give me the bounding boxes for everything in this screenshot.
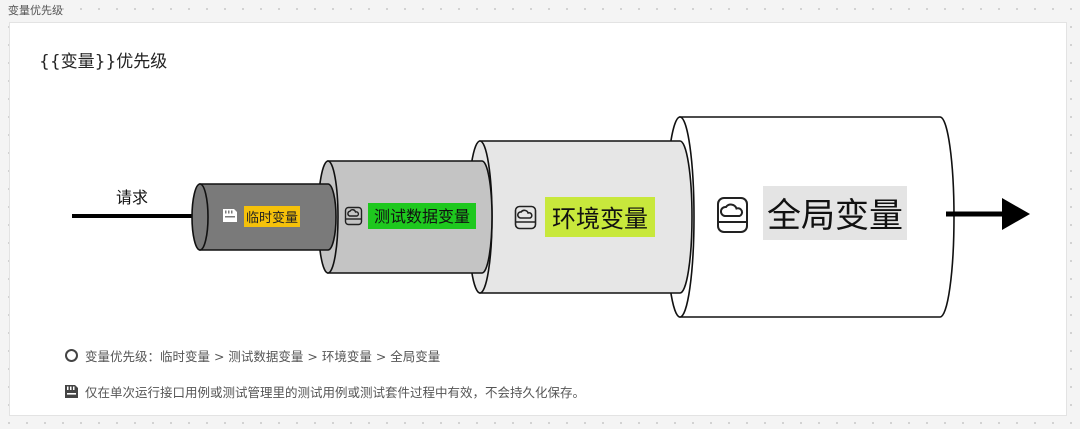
note-priority-text: 变量优先级：临时变量 > 测试数据变量 > 环境变量 > 全局变量 — [85, 349, 441, 364]
note-scope-text: 仅在单次运行接口用例或测试管理里的测试用例或测试套件过程中有效，不会持久化保存。 — [85, 385, 586, 400]
cloud-drive-icon — [344, 206, 363, 226]
env-label: 环境变量 — [552, 205, 648, 233]
card-title: {{变量}}优先级 — [39, 52, 168, 72]
diagram-card: {{变量}}优先级 请求 — [9, 22, 1067, 416]
sd-card-icon — [223, 209, 237, 222]
testdata-layer-label: 测试数据变量 — [344, 203, 476, 229]
frame-title: 变量优先级 — [8, 4, 63, 17]
sd-card-icon — [65, 385, 78, 398]
request-label: 请求 — [116, 188, 148, 207]
global-label: 全局变量 — [767, 196, 903, 236]
testdata-label: 测试数据变量 — [374, 207, 470, 226]
arrow-head — [1002, 198, 1030, 230]
temp-label: 临时变量 — [246, 210, 298, 226]
env-layer-label: 环境变量 — [514, 197, 655, 237]
cloud-drive-icon — [717, 197, 748, 233]
priority-diagram: 请求 — [72, 116, 1030, 318]
cloud-drive-icon — [514, 205, 537, 230]
temp-layer-label: 临时变量 — [223, 206, 300, 227]
global-layer-label: 全局变量 — [717, 186, 907, 240]
circle-icon — [65, 349, 78, 362]
note-priority: 变量优先级：临时变量 > 测试数据变量 > 环境变量 > 全局变量 — [64, 346, 440, 365]
note-scope: 仅在单次运行接口用例或测试管理里的测试用例或测试套件过程中有效，不会持久化保存。 — [64, 382, 585, 401]
